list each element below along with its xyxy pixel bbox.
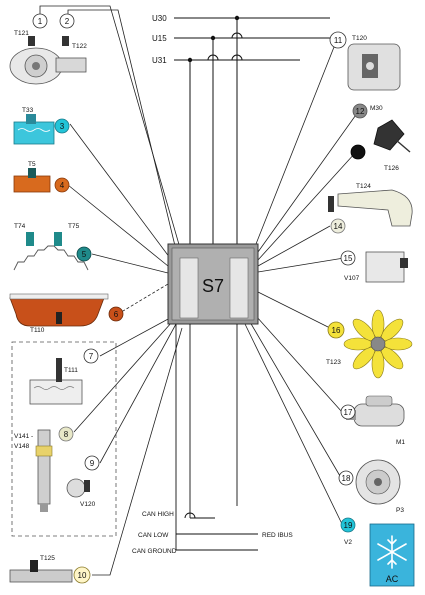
- callout-2-num: 2: [65, 17, 70, 26]
- pipe-sensor-t124: [328, 189, 413, 227]
- callout-4: [54, 177, 70, 193]
- ac-badge: AC: [369, 523, 415, 587]
- rail-label-u31: U31: [152, 56, 167, 65]
- code-t120: T120: [352, 35, 367, 42]
- code-t123: T123: [326, 359, 341, 366]
- callout-6: [108, 306, 124, 322]
- callout-1: [32, 13, 48, 29]
- temperature-sensor-t5: [13, 168, 51, 193]
- fuel-tank-sensor: [29, 358, 83, 405]
- callout-16-num: 16: [332, 326, 341, 335]
- callout-12: [352, 103, 368, 119]
- code-t110: T110: [30, 327, 45, 334]
- callout-15-num: 15: [344, 254, 353, 263]
- code-t122: T122: [72, 43, 87, 50]
- can-low-label: CAN LOW: [138, 532, 169, 539]
- fuel-system-group: [11, 341, 117, 537]
- callout-11-num: 11: [334, 36, 343, 45]
- callout-19-num: 19: [344, 521, 353, 530]
- can-red-bus-label: RED IBUS: [262, 532, 293, 539]
- code-v107: V107: [344, 275, 360, 282]
- can-high-label: CAN HIGH: [142, 511, 174, 518]
- callout-14-num: 14: [334, 222, 343, 231]
- snowflake-icon: [377, 535, 407, 569]
- code-v120: V120: [80, 501, 96, 508]
- code-m1: M1: [396, 439, 405, 446]
- code-t74: T74: [14, 223, 26, 230]
- callout-9-num: 9: [90, 459, 95, 468]
- callout-16: [327, 321, 345, 339]
- code-m30: M30: [370, 105, 383, 112]
- ac-label: AC: [386, 574, 399, 584]
- callout-3: [54, 118, 70, 134]
- callout-8: [58, 426, 74, 442]
- callout-6-num: 6: [114, 310, 119, 319]
- code-v141: V141 -: [14, 433, 33, 440]
- alternator-p3: [355, 459, 401, 505]
- module-label: S7: [202, 276, 224, 296]
- code-t121: T121: [14, 30, 29, 37]
- callout-12-num: 12: [356, 107, 365, 116]
- valve-v107: [365, 251, 408, 283]
- callout-11: [329, 31, 347, 49]
- supply-rails: [174, 17, 330, 248]
- valve-v120: [66, 478, 90, 498]
- callout-3-num: 3: [60, 122, 65, 131]
- rail-label-u15: U15: [152, 34, 167, 43]
- oil-pan-sensor: [9, 293, 109, 327]
- code-p3: P3: [396, 507, 404, 514]
- callout-10-num: 10: [78, 571, 87, 580]
- callout-8-num: 8: [64, 430, 69, 439]
- fan-t123: [343, 309, 413, 379]
- callout-7-num: 7: [89, 352, 94, 361]
- sensor-t125: [9, 560, 73, 583]
- callout-19: [340, 517, 356, 533]
- callout-14: [330, 218, 346, 234]
- code-v148: V148: [14, 443, 30, 450]
- injector-illustration: [35, 429, 53, 512]
- callout-1-num: 1: [38, 17, 43, 26]
- code-t125: T125: [40, 555, 55, 562]
- callout-18: [338, 470, 354, 486]
- module-s7: [167, 243, 259, 325]
- callout-10: [73, 566, 91, 584]
- callout-9: [84, 455, 100, 471]
- callout-13-num: 13: [354, 148, 363, 157]
- code-t75: T75: [68, 223, 80, 230]
- callout-15: [340, 250, 356, 266]
- callout-17-num: 17: [344, 408, 353, 417]
- code-t124: T124: [356, 183, 371, 190]
- callout-17: [340, 404, 356, 420]
- connector-t126: [373, 119, 411, 153]
- gearbox-sensor-t120: [347, 43, 401, 91]
- code-t126: T126: [384, 165, 399, 172]
- coolant-level-sensor: [13, 114, 55, 145]
- code-v2: V2: [344, 539, 352, 546]
- code-t5: T5: [28, 161, 36, 168]
- code-t111: T111: [64, 367, 78, 374]
- callout-7: [83, 348, 99, 364]
- turbo-sensor-illustration: [9, 36, 87, 85]
- callout-5-num: 5: [82, 250, 87, 259]
- callout-4-num: 4: [60, 181, 65, 190]
- code-t33: T33: [22, 107, 34, 114]
- rail-junctions: [187, 15, 240, 63]
- callout-13: [350, 144, 366, 160]
- can-ground-label: CAN GROUND: [132, 548, 177, 555]
- rail-label-u30: U30: [152, 14, 167, 23]
- can-bus-lines: [175, 324, 258, 551]
- gear-speed-sensors: [13, 232, 89, 271]
- callout-5: [76, 246, 92, 262]
- callout-18-num: 18: [342, 474, 351, 483]
- callout-2: [59, 13, 75, 29]
